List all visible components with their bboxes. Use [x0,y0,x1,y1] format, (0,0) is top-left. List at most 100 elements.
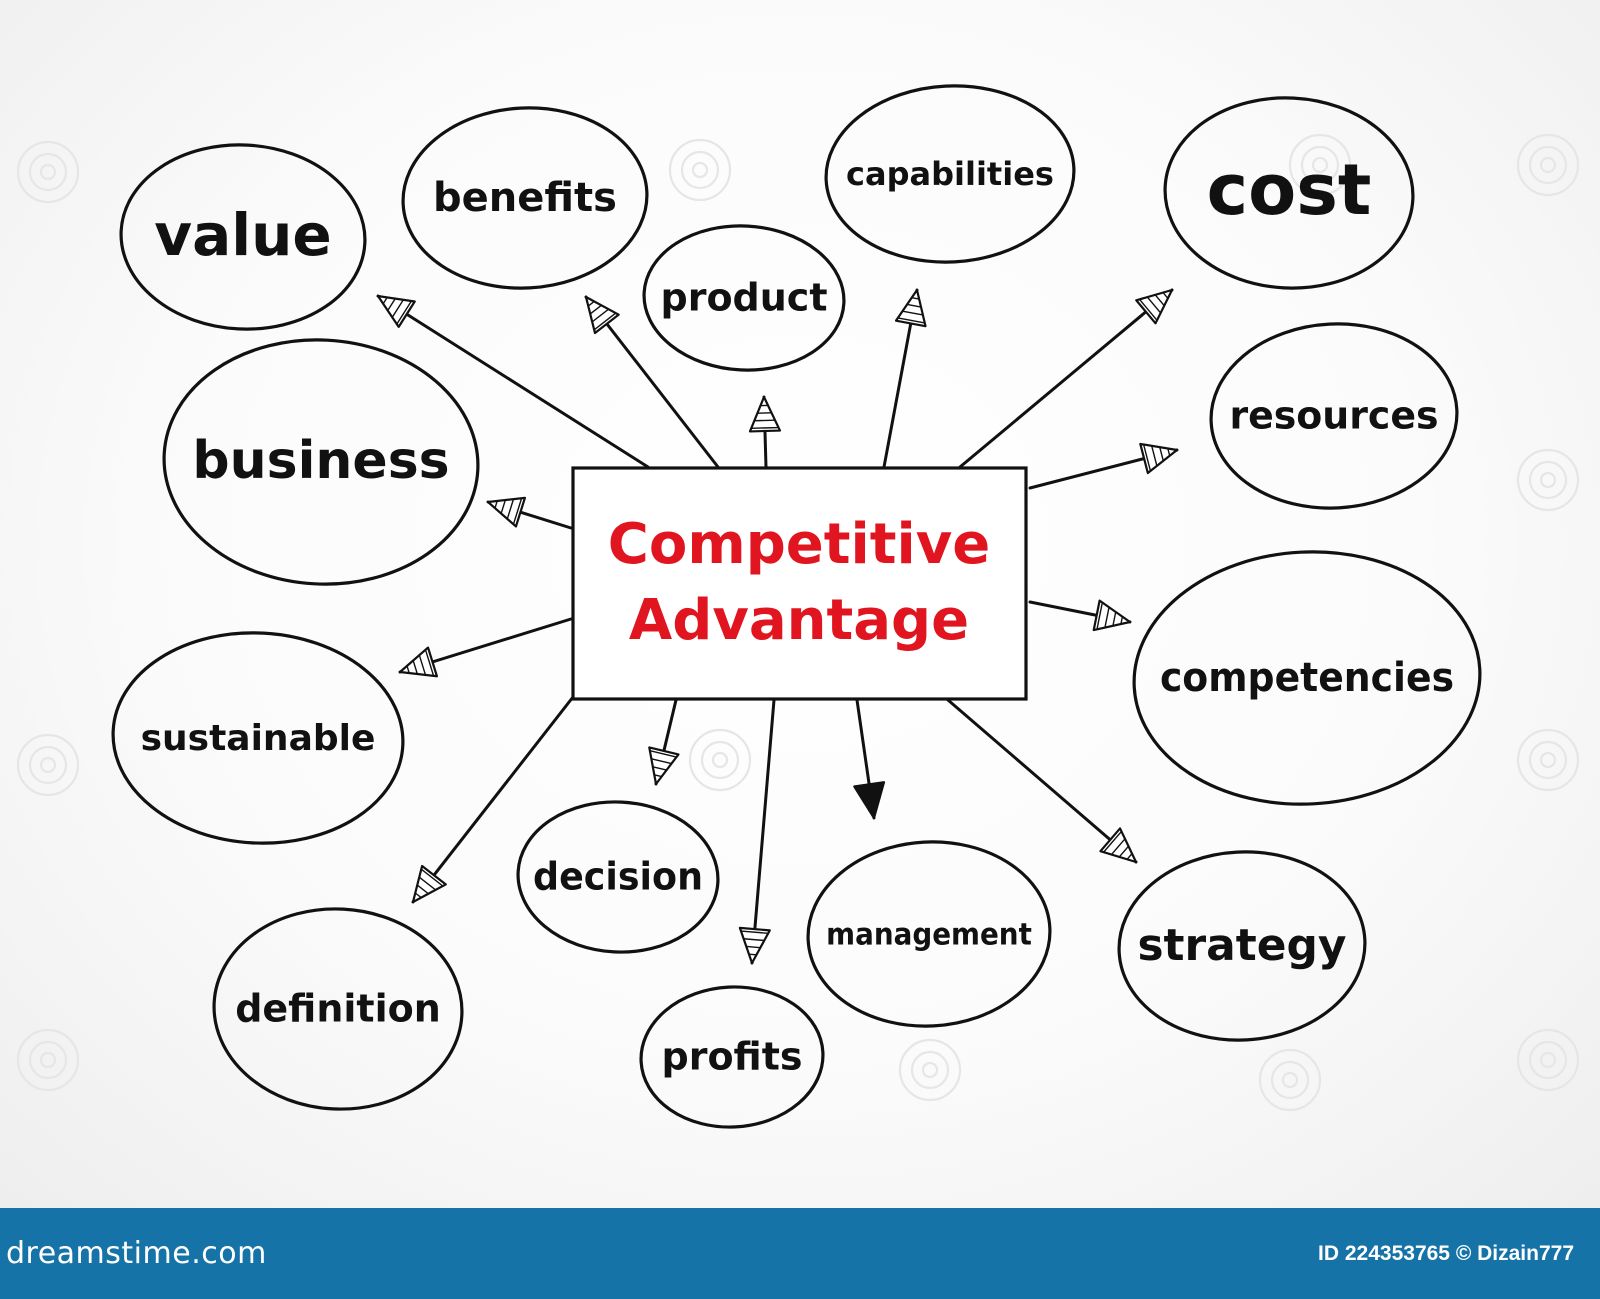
footer-bar: dreamstime.com ID 224353765 © Dizain777 [0,1208,1600,1299]
arrowhead-hatch [494,500,498,509]
node-label-sustainable: sustainable [141,718,376,759]
watermark-circle [1516,448,1580,512]
watermark-circle [1300,145,1340,185]
arrowhead-hatch [748,953,757,956]
arrowhead-hatch [593,312,617,331]
node-product: product [642,224,846,372]
arrowhead-resources [1139,442,1179,475]
node-ellipse-capabilities [824,84,1076,264]
watermark-circle [39,163,57,181]
arrowhead-hatch [651,758,672,765]
node-ellipse-product [642,224,846,372]
arrowhead-hatch [740,930,769,935]
arrowhead-hatch [589,304,602,315]
edges-layer [376,288,1179,965]
node-capabilities: capabilities [824,84,1076,264]
watermark-circle [1311,156,1329,174]
node-benefits: benefits [401,106,649,290]
node-business: business [162,338,480,586]
arrowhead-hatch [754,419,776,422]
node-profits: profits [639,985,825,1129]
watermark-circle [700,740,740,780]
arrowhead-hatch [1167,448,1171,456]
watermark-circle [1539,751,1557,769]
arrowhead-hatch [902,310,924,316]
watermark-circle [28,1040,68,1080]
arrowhead-hatch [1110,838,1126,855]
watermark-circle [688,728,752,792]
footer-brand[interactable]: dreamstime.com [6,1236,267,1271]
node-label-business: business [192,431,449,491]
node-label-decision: decision [533,855,703,899]
arrowhead-hatch [382,297,388,305]
arrowhead-management [853,781,886,820]
watermark-circle [1516,133,1580,197]
arrowhead-hatch [1151,445,1158,467]
arrowhead-hatch [652,766,667,771]
edge-line-profits [750,698,776,965]
watermark-circle [1539,1051,1557,1069]
arrowhead-hatch [512,498,523,525]
watermark-circle [1528,145,1568,185]
arrowhead-hatch [500,499,507,514]
arrowhead-product [748,395,782,433]
node-ellipse-decision [516,800,720,954]
node-value: value [119,143,367,331]
center-title-line2: Advantage [629,588,969,653]
node-ellipse-sustainable [111,631,405,845]
footer-credit: ID 224353765 © Dizain777 [1318,1241,1574,1265]
arrowhead-hatch [1112,611,1117,626]
arrowhead-hatch [587,300,595,307]
arrowhead-hatch [418,654,427,676]
arrowhead-hatch [1142,444,1152,472]
arrowhead-sustainable [398,646,439,678]
watermark-circle [39,1051,57,1069]
node-label-resources: resources [1229,394,1438,438]
arrowhead-hatch [649,750,677,758]
node-label-competencies: competencies [1160,655,1454,701]
arrowhead-hatch [412,660,419,675]
edge-line-cost [958,288,1174,469]
arrowhead-hatch [897,317,925,324]
watermark-circle [1539,471,1557,489]
arrowhead-benefits [584,295,620,335]
node-management: management [806,840,1052,1028]
arrowhead-hatch [654,774,662,778]
watermark-circle [1539,156,1557,174]
node-label-definition: definition [235,987,441,1031]
arrowhead-business [486,496,527,528]
arrowhead-hatch [1159,446,1164,462]
arrowhead-hatch [1138,298,1158,321]
arrowhead-hatch [1126,853,1133,860]
watermark-circle [680,150,720,190]
node-ellipse-value [119,143,367,331]
arrowhead-strategy [1099,827,1138,864]
node-strategy: strategy [1117,850,1367,1042]
node-ellipse-competencies [1132,550,1482,806]
arrowhead-hatch [1154,294,1165,307]
arrowhead-hatch [396,300,413,325]
watermark-circle [1528,740,1568,780]
node-decision: decision [516,800,720,954]
watermark-circle [28,745,68,785]
arrowhead-hatch [424,649,435,677]
arrowhead-decision [648,746,680,786]
watermark-circle [1270,1060,1310,1100]
node-ellipse-cost [1163,96,1415,290]
watermark-circle [16,733,80,797]
arrowhead-hatch [1120,616,1124,625]
watermark-circle [691,161,709,179]
node-label-value: value [154,201,331,269]
arrowhead-definition [411,864,447,904]
arrowhead-hatch [418,876,437,891]
node-cost: cost [1163,96,1415,290]
arrowhead-hatch [506,498,515,520]
arrowhead-hatch [1103,831,1123,853]
center-node: Competitive Advantage [571,466,1028,701]
node-label-cost: cost [1207,149,1372,231]
arrowhead-hatch [416,884,429,895]
node-ellipse-benefits [401,106,649,290]
